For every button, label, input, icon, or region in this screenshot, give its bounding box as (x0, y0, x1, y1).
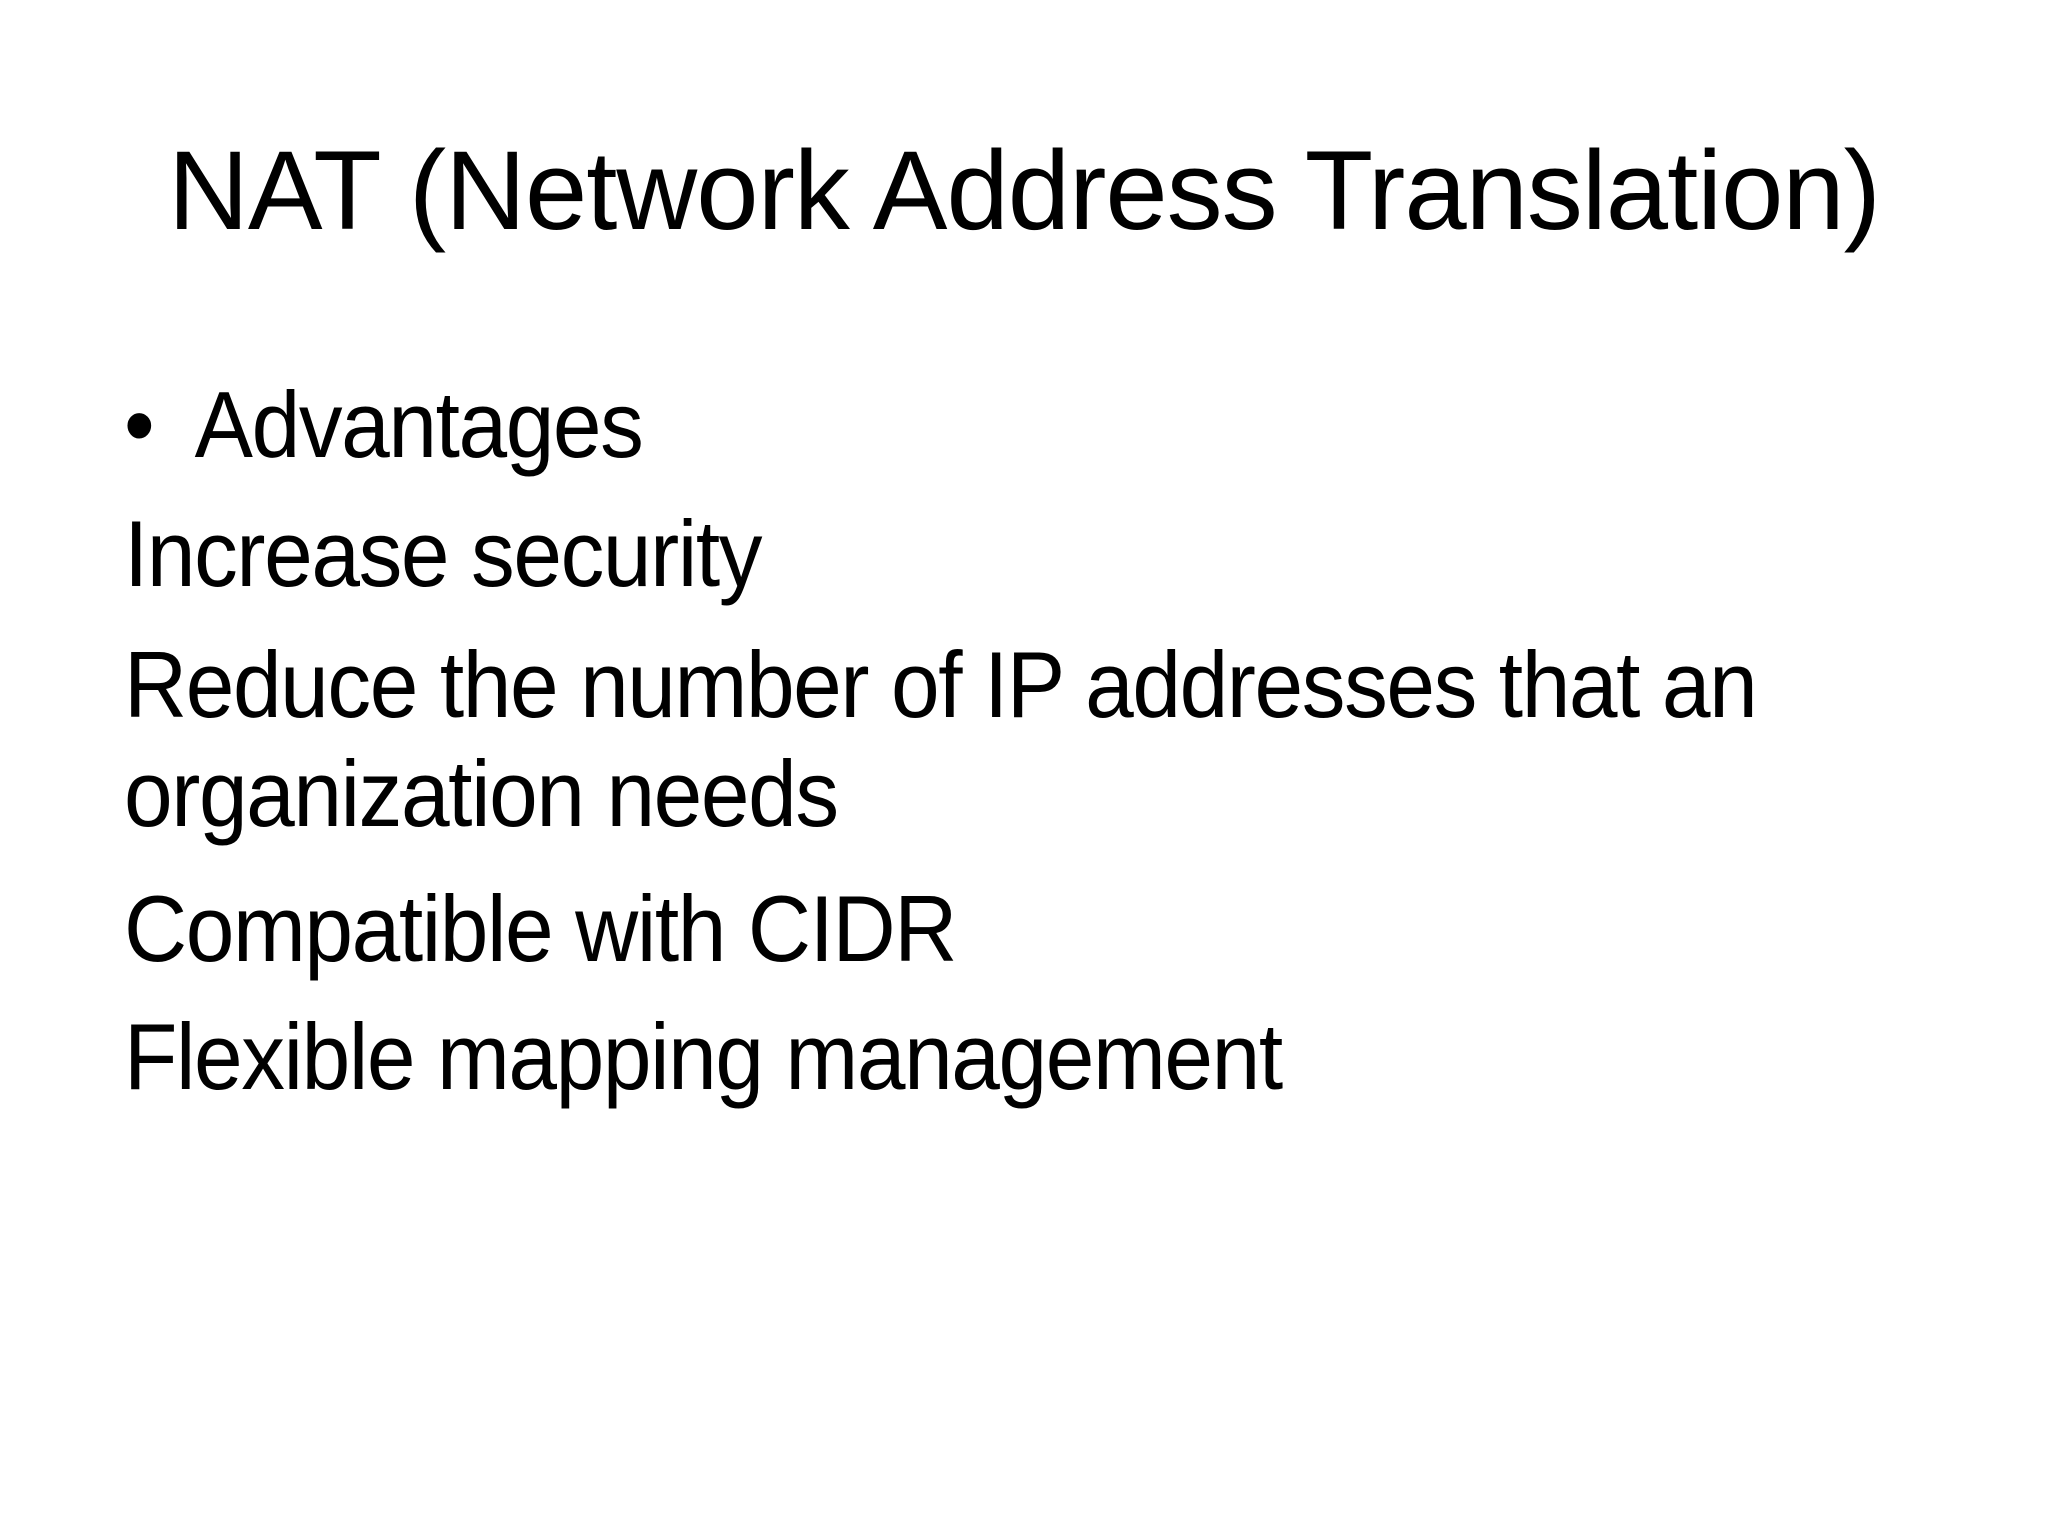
body-line-reduce-ip-addresses: Reduce the number of IP addresses that a… (124, 632, 1758, 737)
bullet-item-label: Advantages (194, 372, 644, 477)
slide-title: NAT (Network Address Translation) (168, 128, 1881, 253)
body-line-compatible-cidr: Compatible with CIDR (124, 876, 957, 981)
bullet-marker: • (124, 372, 155, 477)
bullet-list-item: • Advantages (124, 372, 644, 477)
body-line-organization-needs: organization needs (124, 741, 839, 846)
body-line-increase-security: Increase security (124, 501, 762, 606)
body-line-flexible-mapping: Flexible mapping management (124, 1004, 1283, 1109)
